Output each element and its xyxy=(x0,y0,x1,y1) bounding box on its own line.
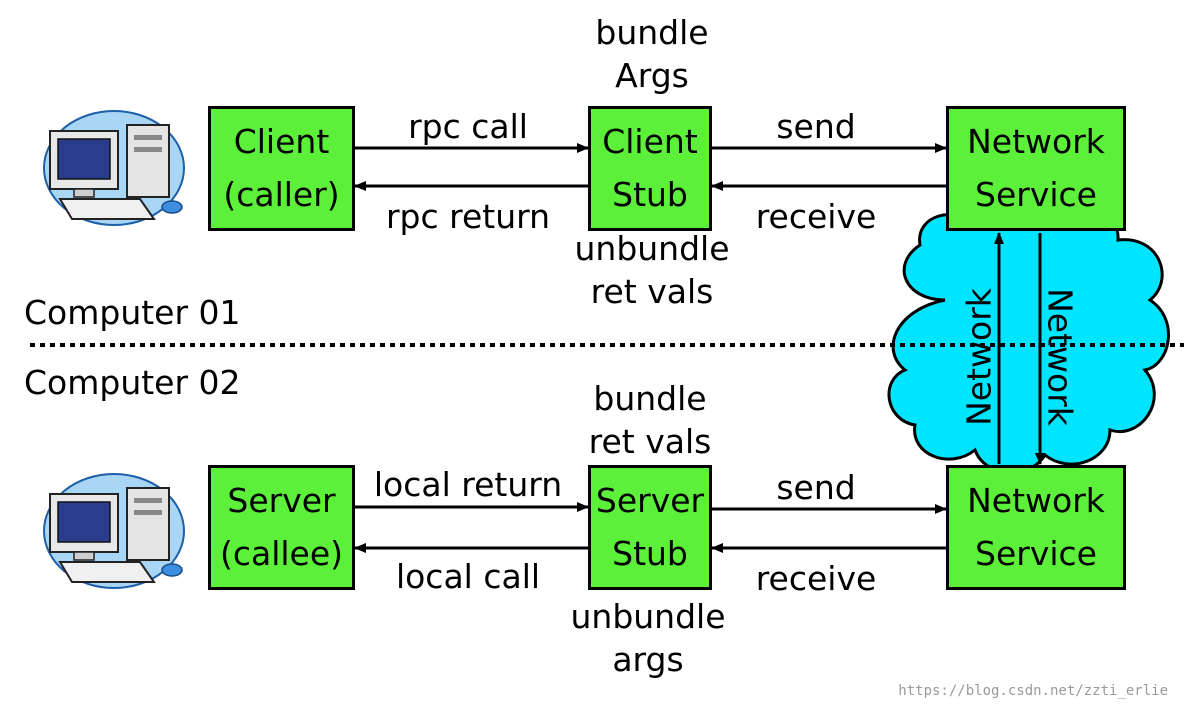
client-unbundle-line1: unbundle xyxy=(574,229,730,268)
server-box-line1: Server xyxy=(227,480,336,520)
rpc-call-label: rpc call xyxy=(408,107,528,146)
client-bundle-line1: bundle xyxy=(595,13,709,52)
watermark: https://blog.csdn.net/zzti_erlie xyxy=(898,683,1168,699)
client-stub-box: Client Stub xyxy=(588,106,712,231)
server-stub-line2: Stub xyxy=(612,533,688,573)
server-receive-label: receive xyxy=(755,559,877,598)
server-callee-box: Server (callee) xyxy=(208,465,355,590)
client-unbundle-line2: ret vals xyxy=(590,271,714,311)
client-bundle-line2: Args xyxy=(615,55,689,95)
server-network-service-line2: Service xyxy=(975,533,1097,573)
server-stub-line1: Server xyxy=(595,480,705,520)
desktop-computer-icon xyxy=(43,473,185,589)
server-unbundle-line1: unbundle xyxy=(570,597,726,636)
client-send-label: send xyxy=(776,107,856,146)
server-bundle-line2: ret vals xyxy=(588,421,712,461)
server-stub-box: Server Stub xyxy=(588,465,712,590)
desktop-computer-icon xyxy=(43,110,185,226)
network-cloud-icon xyxy=(887,200,1170,474)
server-bundle-line1: bundle xyxy=(593,379,707,418)
client-caller-box: Client (caller) xyxy=(208,106,355,231)
client-unbundle-label: unbundle ret vals xyxy=(574,228,729,314)
client-bundle-label: bundle Args xyxy=(595,12,708,98)
client-box-line2: (caller) xyxy=(223,174,340,214)
client-box-line1: Client xyxy=(233,121,330,161)
server-box-line2: (callee) xyxy=(219,533,344,573)
client-network-service-line1: Network xyxy=(967,121,1105,161)
local-return-label: local return xyxy=(373,465,563,504)
rpc-return-label: rpc return xyxy=(385,197,551,236)
network-down-label: Network xyxy=(1040,288,1080,426)
network-up-label: Network xyxy=(959,288,999,426)
server-unbundle-label: unbundle args xyxy=(570,596,725,682)
server-send-label: send xyxy=(776,468,856,507)
client-receive-label: receive xyxy=(755,197,877,236)
client-stub-line1: Client xyxy=(602,121,698,161)
server-network-service-box: Network Service xyxy=(946,465,1126,590)
computer-02-label: Computer 02 xyxy=(24,363,241,402)
server-unbundle-line2: args xyxy=(612,639,684,679)
server-bundle-label: bundle ret vals xyxy=(589,378,712,464)
local-call-label: local call xyxy=(395,557,541,596)
computer-01-label: Computer 01 xyxy=(24,293,241,332)
client-network-service-line2: Service xyxy=(975,174,1097,214)
server-network-service-line1: Network xyxy=(967,480,1105,520)
client-network-service-box: Network Service xyxy=(946,106,1126,231)
client-stub-line2: Stub xyxy=(612,174,688,214)
